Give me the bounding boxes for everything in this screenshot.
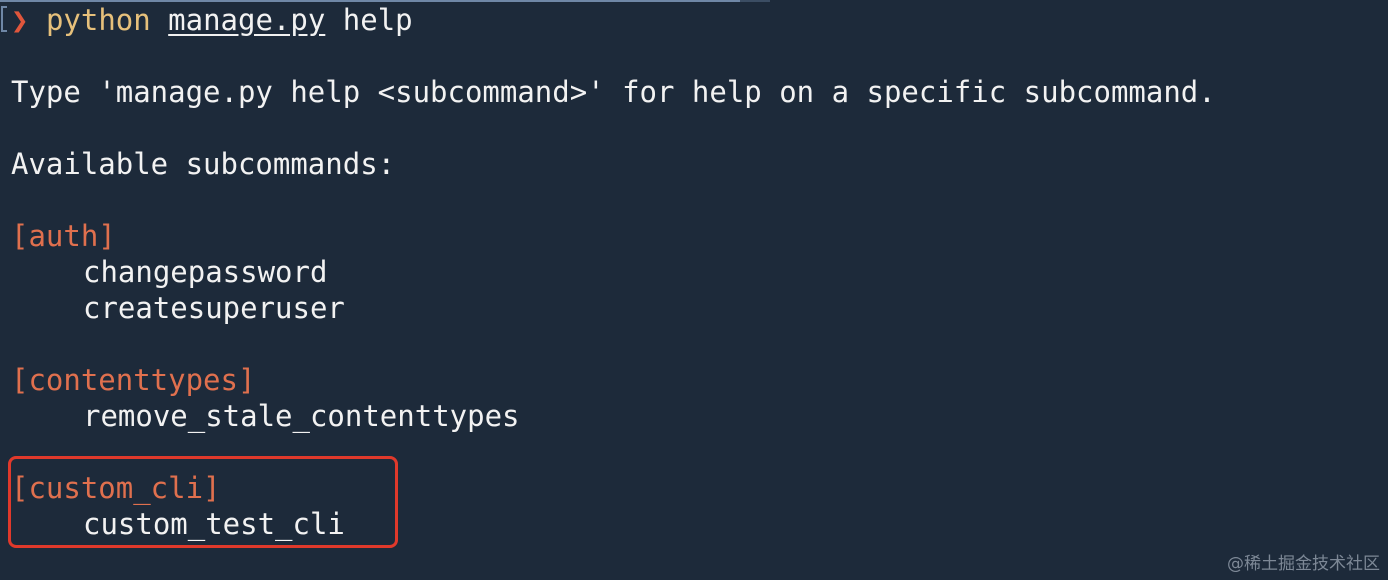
subcommand-item: remove_stale_contenttypes — [83, 399, 520, 433]
available-heading: Available subcommands: — [11, 147, 396, 181]
prompt-arrow-icon: ❯ — [11, 3, 29, 37]
selection-edge — [0, 0, 740, 2]
command-args: help — [342, 3, 413, 37]
selection-edge-tail — [740, 0, 770, 2]
cursor-bracket-icon — [1, 6, 7, 32]
command-python: python — [45, 3, 151, 37]
highlight-annotation-box — [8, 456, 398, 548]
subcommand-item: createsuperuser — [83, 291, 345, 325]
group-label-custom-cli: [custom_cli] — [11, 471, 221, 505]
command-script: manage.py — [168, 3, 326, 37]
group-label-auth: [auth] — [11, 219, 116, 253]
subcommand-item: custom_test_cli — [83, 507, 345, 541]
watermark: @稀土掘金技术社区 — [1227, 554, 1380, 574]
prompt-line: ❯ python manage.py help — [11, 2, 413, 38]
group-label-contenttypes: [contenttypes] — [11, 363, 256, 397]
hint-line: Type 'manage.py help <subcommand>' for h… — [11, 75, 1216, 109]
subcommand-item: changepassword — [83, 255, 328, 289]
